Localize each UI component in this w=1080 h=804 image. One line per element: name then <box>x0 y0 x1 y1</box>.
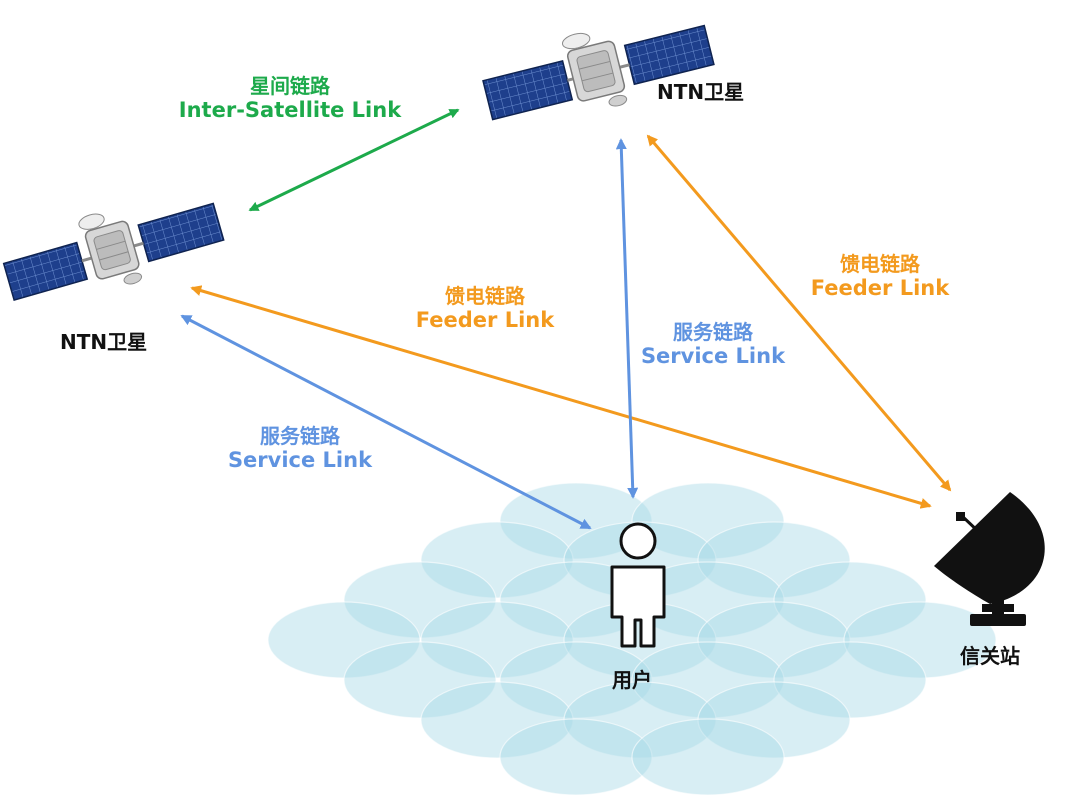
satellite-top-label: NTN卫星 <box>657 80 745 104</box>
feeder-link-right-label: 馈电链路 Feeder Link <box>785 252 975 301</box>
feeder-link-right-arrow <box>646 134 952 492</box>
inter-satellite-link-en: Inter-Satellite Link <box>178 98 402 122</box>
inter-satellite-link-zh: 星间链路 <box>250 74 330 98</box>
coverage-cell <box>499 641 653 719</box>
service-link-left-zh: 服务链路 <box>260 424 340 448</box>
service-link-center-label: 服务链路 Service Link <box>618 320 808 369</box>
gateway-label: 信关站 <box>960 644 1020 668</box>
feeder-link-right-en: Feeder Link <box>810 276 950 300</box>
service-link-center-en: Service Link <box>640 344 786 368</box>
coverage-cell <box>697 681 851 759</box>
service-link-left-en: Service Link <box>227 448 373 472</box>
coverage-cell <box>631 718 785 796</box>
feeder-link-right-zh: 馈电链路 <box>840 252 920 276</box>
coverage-cell <box>420 681 574 759</box>
service-link-center-arrow <box>615 138 639 499</box>
feeder-link-left-label: 馈电链路 Feeder Link <box>390 284 580 333</box>
coverage-cell <box>343 641 497 719</box>
feeder-link-left-zh: 馈电链路 <box>445 284 525 308</box>
satellite-icon <box>2 202 225 301</box>
coverage-cell <box>843 601 997 679</box>
service-link-left-arrow <box>180 314 592 530</box>
service-link-center-zh: 服务链路 <box>673 320 753 344</box>
coverage-cell <box>499 718 653 796</box>
inter-satellite-link-arrow <box>248 108 460 212</box>
satellite-left-label: NTN卫星 <box>60 330 148 354</box>
inter-satellite-link-label: 星间链路 Inter-Satellite Link <box>165 74 415 123</box>
coverage-cell <box>631 641 785 719</box>
user-label: 用户 <box>612 668 652 692</box>
service-link-left-label: 服务链路 Service Link <box>205 424 395 473</box>
feeder-link-left-en: Feeder Link <box>415 308 555 332</box>
coverage-cell <box>420 601 574 679</box>
user-icon <box>610 522 666 648</box>
satellite-dish-icon <box>934 492 1045 626</box>
satellite-icon <box>482 24 715 121</box>
